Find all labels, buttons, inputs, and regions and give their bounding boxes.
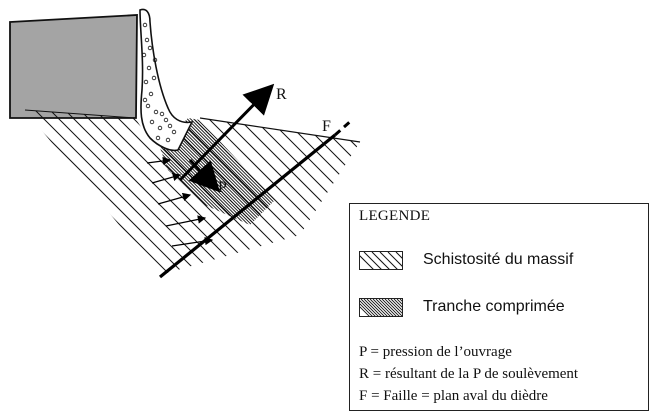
fault-line	[158, 133, 337, 279]
pressure-arrow	[146, 156, 172, 166]
label-f: F	[322, 118, 331, 135]
schistosity-hatch-line	[114, 110, 306, 275]
speckle	[171, 129, 177, 135]
speckle	[146, 65, 152, 71]
schistosity-hatch-line	[25, 110, 96, 275]
pressure-arrow	[157, 192, 192, 205]
compressed-hatch-line	[181, 118, 275, 225]
compressed-hatch-line	[160, 118, 238, 225]
compressed-hatch-line	[160, 118, 242, 225]
pressure-arrow	[171, 236, 214, 247]
speckled-joint	[139, 8, 194, 152]
definition-r: R = résultant de la P de soulèvement	[359, 366, 579, 382]
definition-p: P = pression de l’ouvrage	[359, 344, 512, 360]
compressed-hatch-line	[178, 118, 275, 225]
schistosity-hatch-line	[25, 110, 66, 275]
speckle	[148, 91, 154, 97]
compressed-hatch-line	[235, 118, 275, 225]
schistosity-swatch	[359, 251, 403, 270]
speckle-dots	[141, 22, 177, 143]
speckle	[142, 97, 148, 103]
fault-line-dashed	[334, 118, 353, 137]
legend-title: LEGENDE	[359, 208, 431, 224]
slope-surface-line	[199, 117, 361, 143]
label-r: R	[276, 86, 287, 103]
definition-f: F = Faille = plan aval du dièdre	[359, 388, 548, 404]
speckle	[151, 75, 157, 81]
compressed-hatch-line	[184, 118, 275, 225]
schistosity-hatch-line	[0, 100, 5, 290]
speckle	[149, 119, 155, 125]
speckle	[163, 117, 169, 123]
speckle	[159, 111, 165, 117]
terrain-surface-line	[24, 109, 136, 119]
speckle	[152, 57, 158, 63]
schistosity-hatch-line	[39, 110, 231, 275]
schistosity-hatch-line	[25, 110, 51, 275]
compressed-hatch-line	[160, 118, 245, 225]
speckle	[144, 37, 150, 43]
legend-box: LEGENDE Schistosité du massif	[349, 203, 649, 411]
schistosity-hatch-line	[54, 110, 246, 275]
compressed-hatch-line	[174, 118, 275, 225]
speckle	[157, 125, 163, 131]
schistosity-hatch-line	[25, 110, 126, 275]
pressure-arrow	[151, 172, 182, 184]
pressure-arrows	[146, 156, 214, 247]
speckle	[147, 45, 153, 51]
speckle	[143, 79, 149, 85]
compressed-slice-label: Tranche comprimée	[423, 298, 565, 315]
compressed-slice-swatch	[359, 298, 403, 317]
speckle	[153, 109, 159, 115]
concrete-structure	[9, 14, 138, 119]
speckle	[155, 135, 161, 141]
label-p: P	[218, 179, 227, 196]
speckle	[145, 103, 151, 109]
speckle	[142, 22, 148, 28]
schistosity-hatch-line	[25, 110, 111, 275]
schistosity-label: Schistosité du massif	[423, 251, 574, 268]
schistosity-hatch-line	[0, 100, 20, 290]
schistosity-hatch-line	[219, 110, 360, 275]
speckle	[167, 123, 173, 129]
schistosity-hatch-line	[204, 110, 360, 275]
pressure-arrow	[165, 215, 207, 227]
pressure-p-arrow	[188, 158, 221, 193]
schistosity-hatch-line	[25, 110, 36, 275]
speckle	[165, 137, 171, 143]
compressed-hatch-line	[160, 118, 248, 225]
speckle	[141, 52, 147, 58]
schistosity-hatch-line	[25, 110, 156, 275]
schistosity-hatch-line	[25, 110, 141, 275]
